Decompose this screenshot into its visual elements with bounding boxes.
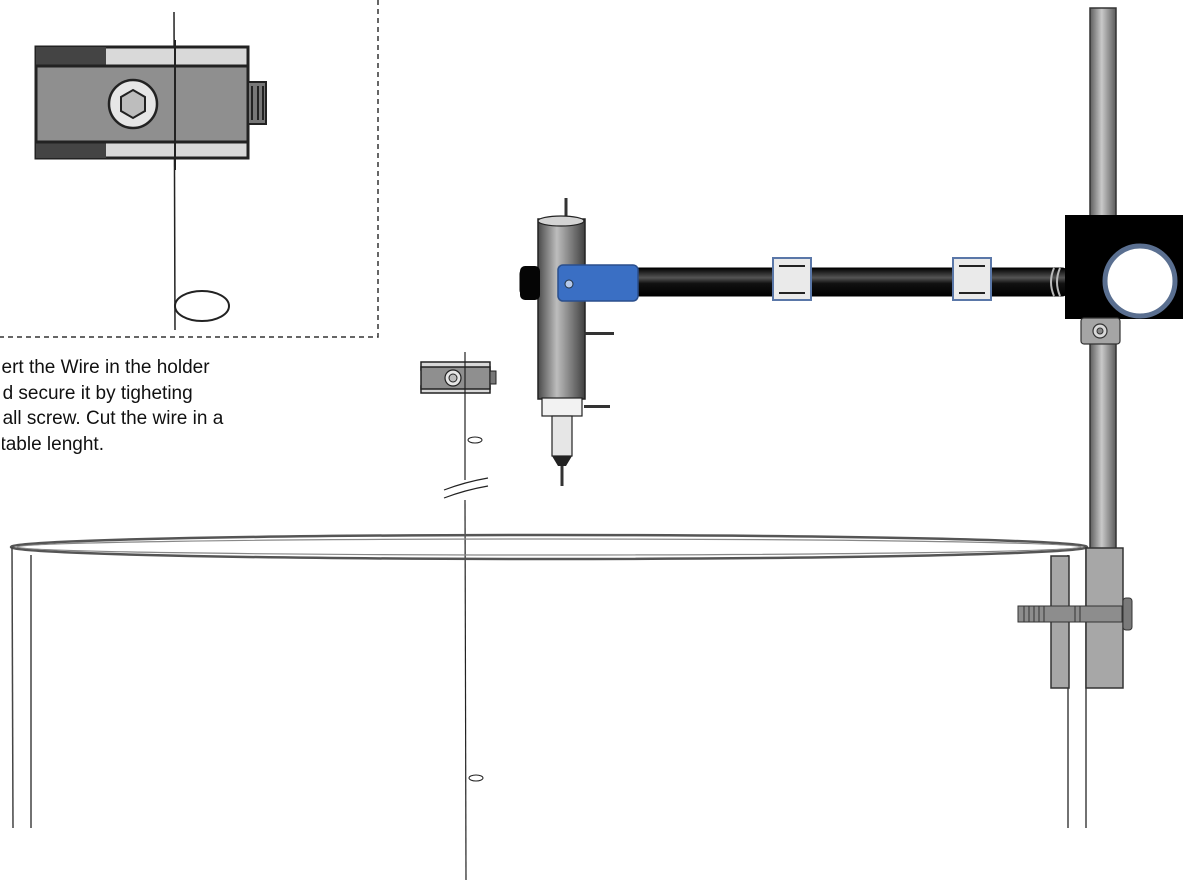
- caption-line-2: nd secure it by tigheting: [2, 382, 193, 404]
- wire-holder-closeup-icon: [34, 40, 267, 170]
- probe-clamp-icon: [520, 264, 639, 302]
- instruction-caption: sert the Wire in the holder nd secure it…: [0, 355, 302, 457]
- inset-frame: [0, 0, 379, 338]
- caption-line-4: iitable lenght.: [2, 433, 104, 455]
- inset-wire-loop: [174, 290, 230, 322]
- caption-line-1: sert the Wire in the holder: [2, 357, 210, 378]
- cylindrical-vessel-icon: [9, 533, 1089, 829]
- caption-line-3: nall screw. Cut the wire in a: [2, 408, 224, 429]
- rim-clamp-icon: [1017, 547, 1133, 689]
- boss-head-icon: [1065, 215, 1183, 345]
- vertical-probe-icon: [537, 198, 614, 486]
- hanging-wire: [443, 352, 489, 880]
- wire-holder-icon: [420, 361, 497, 394]
- inset-closeup: [0, 0, 379, 338]
